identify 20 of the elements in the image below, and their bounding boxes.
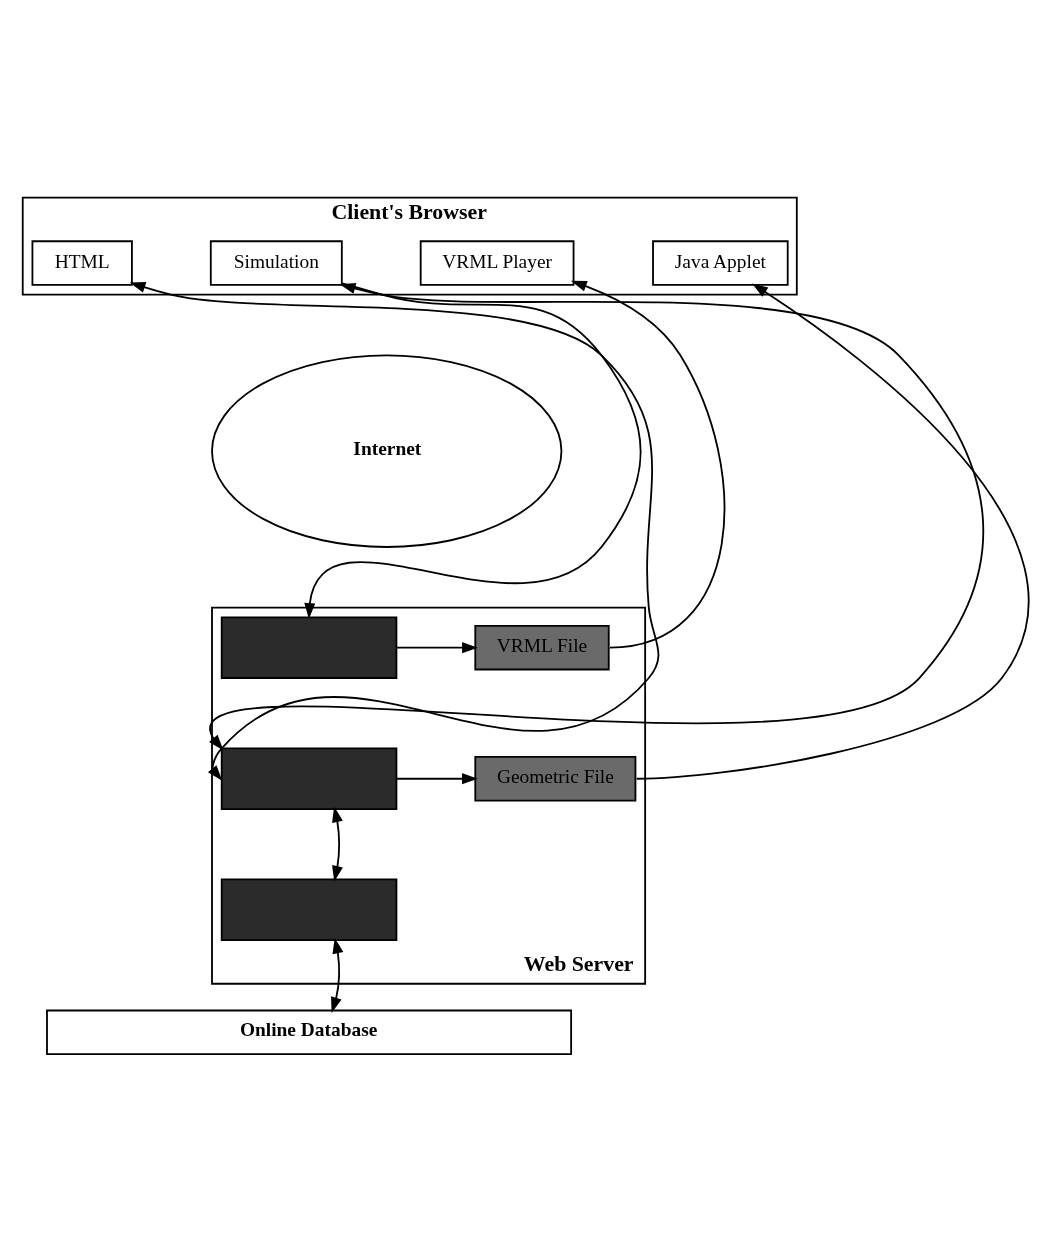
node-box: Simulation (209, 239, 343, 286)
node-box: Java Applet (652, 239, 789, 286)
node-box: Geometric File (474, 755, 637, 801)
node-box: VRML File (474, 624, 610, 670)
arrow (209, 282, 984, 750)
node-box: Online Database (46, 1009, 573, 1055)
node-box (220, 878, 398, 941)
arrow (570, 280, 726, 649)
arrow (304, 281, 642, 619)
arrow (129, 281, 660, 781)
node-box (220, 615, 398, 679)
arrow (395, 772, 478, 784)
arrow (395, 641, 478, 653)
node-box: VRML Player (419, 239, 575, 286)
arrow (332, 805, 343, 882)
node-box: HTML (31, 239, 133, 286)
node-ellipse: Internet (211, 353, 563, 548)
arrow (635, 283, 1030, 780)
arrow (331, 937, 344, 1013)
node-box (220, 747, 398, 810)
